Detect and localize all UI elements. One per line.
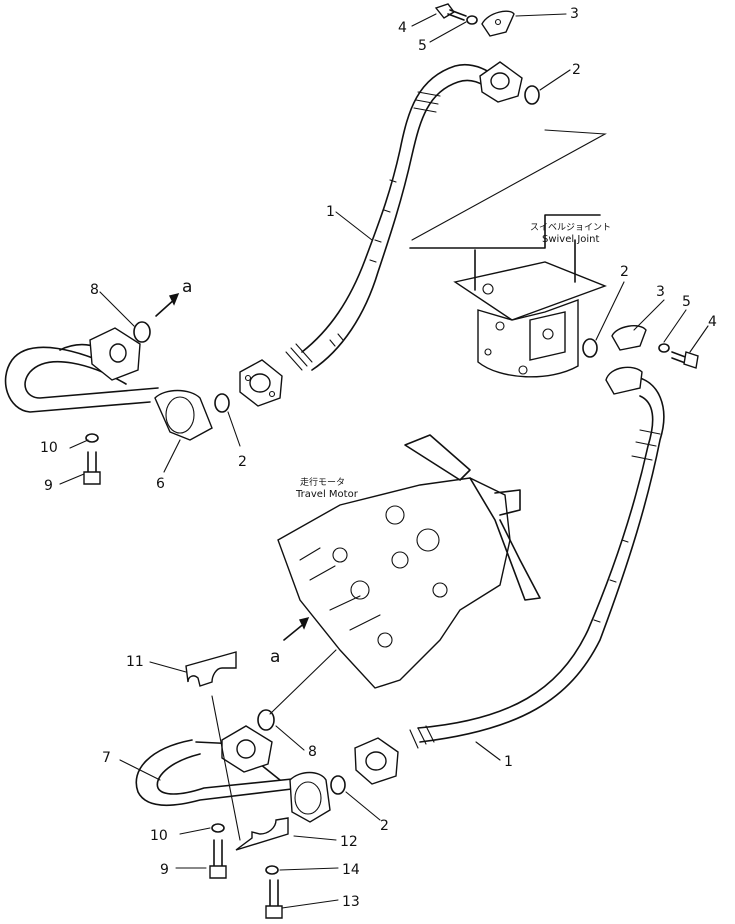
elbow-pipe-lower [135,725,331,823]
hose-upper [285,63,499,371]
callout-7: 7 [102,750,111,766]
swivel-joint-label-en: Swivel Joint [542,234,600,245]
callout-11: 11 [126,654,144,670]
travel-motor-label-en: Travel Motor [295,489,359,500]
washer-lower-right [265,865,279,875]
callout-2-left: 2 [238,454,247,470]
callout-6: 6 [156,476,165,492]
flange-lower-hose-end [354,737,399,785]
callout-4-top: 4 [398,20,407,36]
callout-8-upper: 8 [90,282,99,298]
washer-right [658,343,670,353]
callout-1-lower: 1 [504,754,513,770]
callout-3-right: 3 [656,284,665,300]
callout-9-lower: 9 [160,862,169,878]
callout-2-lower: 2 [380,818,389,834]
flange-top-hose-end [479,61,523,103]
travel-motor-label-jp: 走行モータ [300,476,345,488]
callout-9-upper: 9 [44,478,53,494]
callout-14: 14 [342,862,360,878]
callout-5-right: 5 [682,294,691,310]
oring-lower [330,775,346,795]
split-flange-right [611,325,647,351]
flange-upper-hose-end [239,359,283,407]
elbow-pipe-upper [4,327,213,441]
washer-top [466,15,478,25]
arrow-view-a-lower [283,616,310,641]
callout-8-lower: 8 [308,744,317,760]
view-a-label-lower: a [270,647,280,667]
clamp-upper-11 [185,651,237,687]
callout-10-upper: 10 [40,440,58,456]
bolt-right [671,351,699,369]
split-flange-top [481,10,515,37]
callout-5-top: 5 [418,38,427,54]
oring-top [524,85,540,105]
bolt-left-upper [83,451,101,485]
callout-12: 12 [340,834,358,850]
travel-motor [277,434,541,689]
callout-4-right: 4 [708,314,717,330]
bolt-lower-right [265,879,283,919]
flange-right-hose-end [605,366,643,395]
arrow-view-a-upper [155,292,180,317]
oring-left-top [133,321,151,343]
washer-lower-left [211,823,225,833]
hose-lower [409,375,665,749]
clamp-lower-12 [235,817,289,851]
leader-lines [59,13,709,909]
oring-lower-left [257,709,275,731]
swivel-joint [409,129,607,378]
bolt-lower-left [209,839,227,879]
oring-left [214,393,230,413]
callout-10-lower: 10 [150,828,168,844]
view-a-label-upper: a [182,277,192,297]
oring-right [582,338,598,358]
callout-2-top: 2 [572,62,581,78]
callout-1-upper: 1 [326,204,335,220]
bolt-top [434,3,467,21]
callout-13: 13 [342,894,360,910]
swivel-joint-label-jp: スイベルジョイント [530,223,611,233]
callout-3-top: 3 [570,6,579,22]
callout-2-right: 2 [620,264,629,280]
washer-left-upper [85,433,99,443]
